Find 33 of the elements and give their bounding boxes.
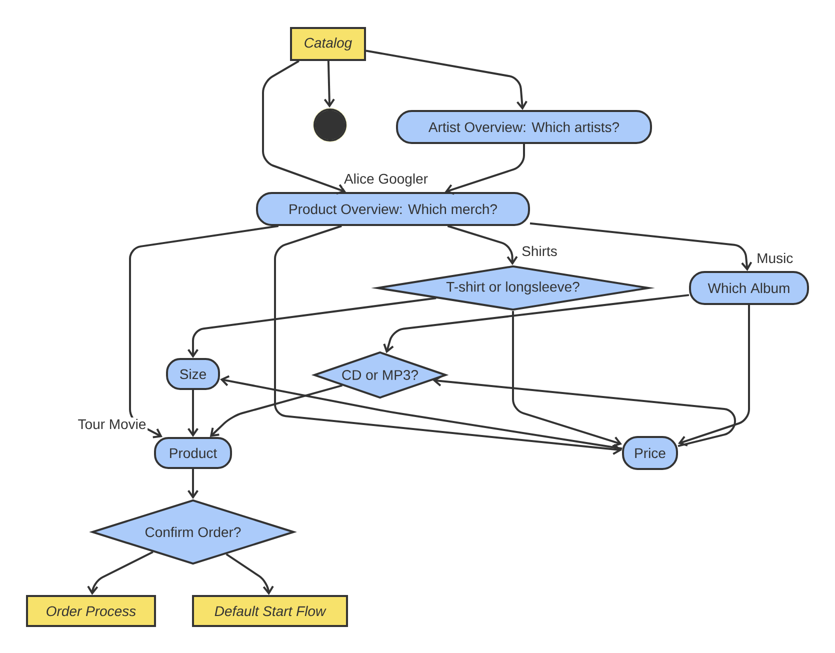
terminal-box: Order Process <box>26 595 156 627</box>
edge-label: Alice Googler <box>342 172 430 188</box>
arrow <box>262 60 346 194</box>
terminal-box: Default Start Flow <box>192 595 348 627</box>
arrow <box>274 225 622 455</box>
edge-label: Tour Movie <box>76 418 148 430</box>
arrow <box>447 225 518 266</box>
arrow <box>678 305 750 446</box>
arrow <box>129 225 279 438</box>
terminal-box: Catalog <box>290 27 366 61</box>
arrow <box>512 311 622 448</box>
arrow <box>432 375 736 448</box>
process-box: Size <box>166 358 220 390</box>
process-box: Which Album <box>689 271 809 305</box>
process-box: Product <box>154 437 232 469</box>
arrow <box>220 375 622 450</box>
arrow <box>87 551 154 595</box>
arrow <box>210 384 342 437</box>
arrow <box>188 469 198 499</box>
arrow <box>188 390 198 437</box>
process-box: Product Overview: Which merch? <box>256 192 530 226</box>
arrow <box>226 553 274 595</box>
end-circle <box>312 108 348 142</box>
edge-label: Shirts <box>520 244 559 258</box>
arrow <box>530 222 752 271</box>
process-box: Artist Overview: Which artists? <box>396 110 652 144</box>
arrow <box>366 50 528 110</box>
process-box: Price <box>622 436 678 470</box>
edge-label: Music <box>755 252 794 264</box>
arrow <box>188 297 436 358</box>
arrow <box>383 294 690 354</box>
arrow <box>444 144 525 195</box>
arrow <box>324 60 335 108</box>
